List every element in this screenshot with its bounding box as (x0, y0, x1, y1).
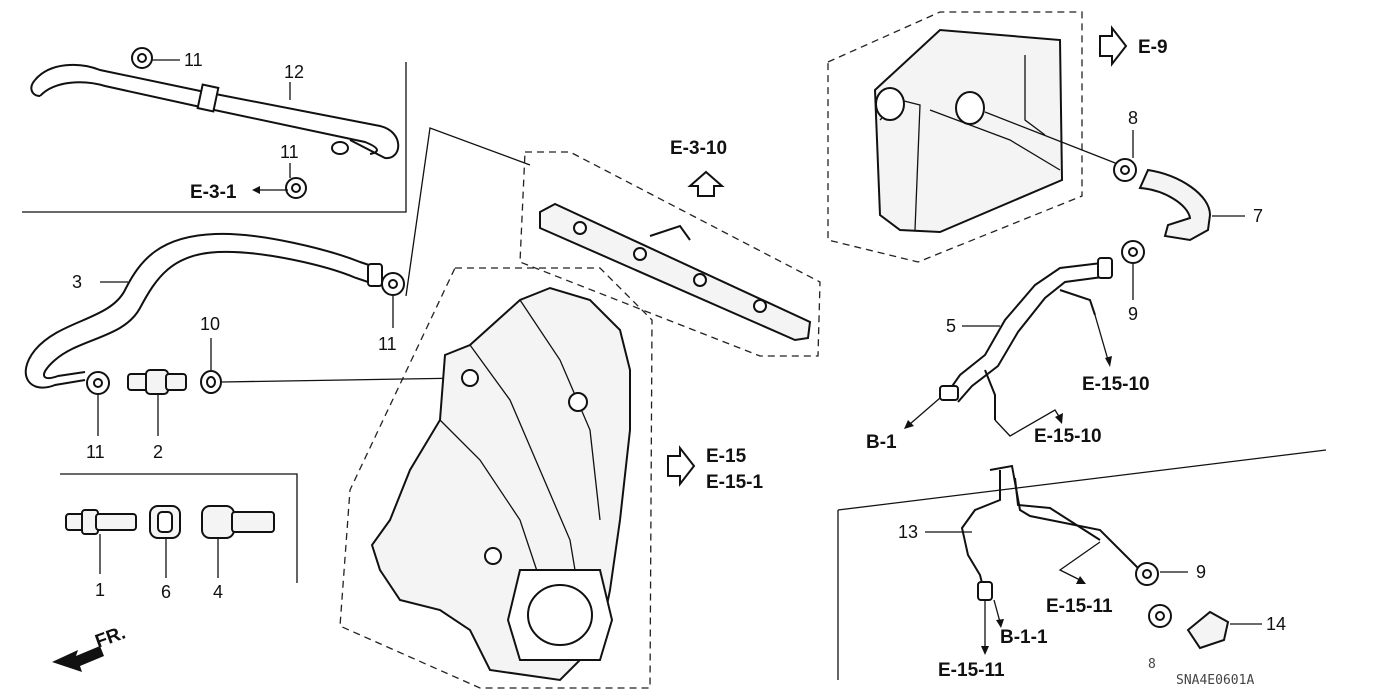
callout-1: 1 (95, 580, 105, 600)
ref-e3-10: E-3-10 (670, 138, 727, 159)
radiator-assembly (873, 28, 1129, 234)
fuel-rail (539, 202, 812, 342)
hose-12 (30, 63, 400, 160)
fitting-2 (127, 369, 187, 395)
ref-e15: E-15 (706, 446, 747, 467)
callout-4: 4 (213, 582, 223, 602)
callout-8: 8 (1128, 108, 1138, 128)
clamp-11-top (131, 47, 307, 199)
front-label: FR. (93, 622, 129, 652)
dashed-outlines (339, 11, 1083, 689)
callout-2: 2 (153, 442, 163, 462)
grommet-6 (149, 505, 181, 539)
ref-e15-10: E-15-10 (1034, 426, 1102, 447)
hose-3 (24, 232, 383, 389)
callout-5: 5 (946, 316, 956, 336)
callout-10: 10 (200, 314, 220, 334)
ref-e15-1: E-15-1 (706, 472, 763, 493)
callout-14: 14 (1266, 614, 1286, 634)
clamp-8 (1113, 158, 1137, 182)
washer-10 (200, 370, 467, 394)
pipe-13 (960, 464, 1141, 601)
misc-labels: FR. SNA4E0601A 8 (93, 622, 1255, 688)
cap-14 (1186, 610, 1230, 650)
diagram-code: SNA4E0601A (1176, 673, 1254, 688)
hose-7 (1138, 168, 1212, 242)
callout-7: 7 (1253, 206, 1263, 226)
leader-lines (97, 59, 1262, 625)
ref-b1: B-1 (866, 432, 897, 453)
clamp-9-upper (1121, 240, 1145, 264)
ref-e15-11: E-15-11 (1046, 596, 1113, 617)
ref-e15-10: E-15-10 (1082, 374, 1150, 395)
callout-11: 11 (86, 442, 105, 462)
section-dividers (22, 62, 1327, 680)
callout-6: 6 (161, 582, 171, 602)
ref-e15-11: E-15-11 (938, 660, 1005, 681)
pipe-5 (939, 257, 1113, 420)
clamp-11-middle (86, 272, 405, 395)
callout-3: 3 (72, 272, 82, 292)
intake-manifold (370, 286, 631, 682)
ref-b1-1: B-1-1 (1000, 627, 1048, 648)
callout-11: 11 (280, 142, 299, 162)
callout-11: 11 (378, 334, 397, 354)
clamp-9-lower (1135, 562, 1159, 586)
callout-12: 12 (284, 62, 304, 82)
fitting-4 (201, 505, 275, 539)
callout-numbers: 11 12 11 3 11 10 11 2 1 6 4 8 7 9 5 13 9… (72, 50, 1286, 634)
ref-e3-1: E-3-1 (190, 182, 237, 203)
corner-mark: 8 (1148, 657, 1156, 672)
callout-11: 11 (184, 50, 203, 70)
reference-arrows (52, 25, 1128, 672)
reference-labels: E-3-1 E-3-10 E-9 E-15 E-15-1 E-15-10 B-1… (190, 37, 1168, 681)
fitting-1 (65, 509, 137, 535)
callout-13: 13 (898, 522, 918, 542)
ref-e9: E-9 (1138, 37, 1168, 58)
callout-9: 9 (1196, 562, 1206, 582)
clamp-11-lower (1148, 604, 1172, 628)
front-arrow-icon (52, 646, 104, 672)
callout-9: 9 (1128, 304, 1138, 324)
